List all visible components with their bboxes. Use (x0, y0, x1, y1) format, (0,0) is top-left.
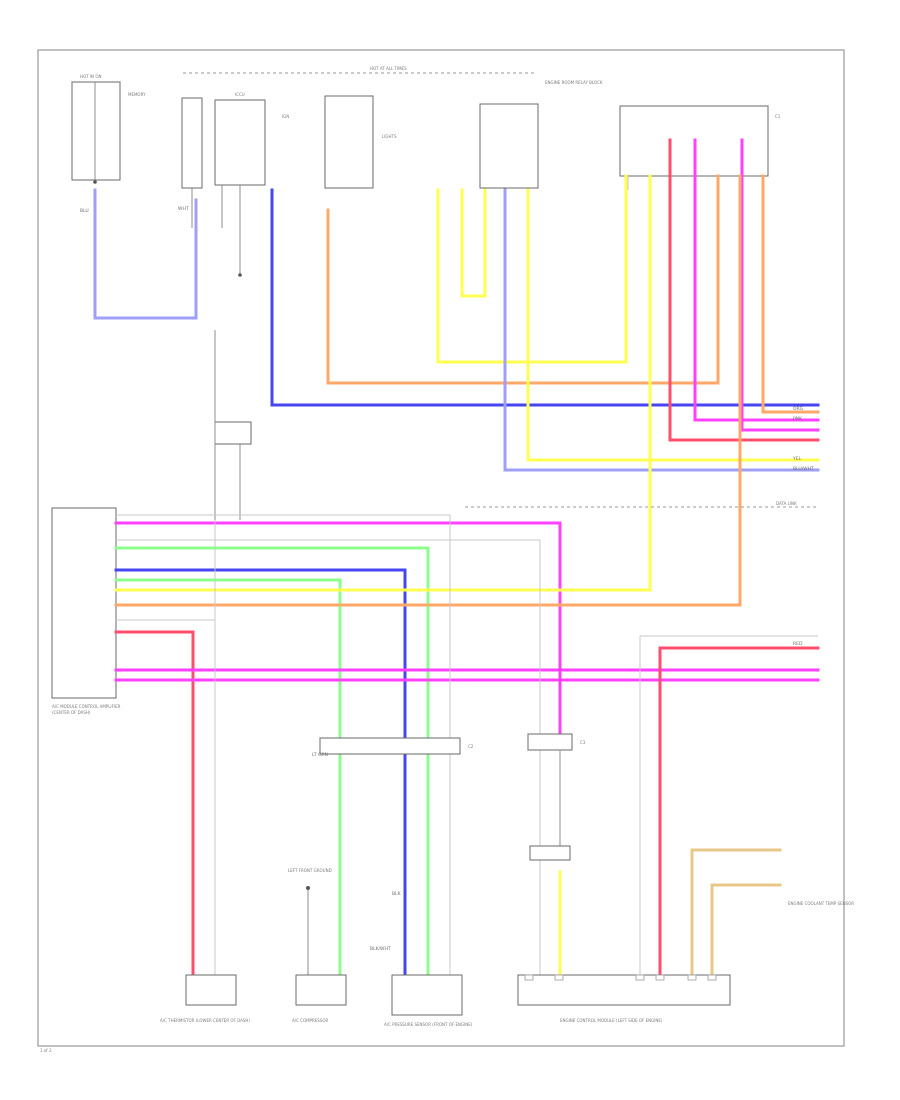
hot-bus-label: HOT AT ALL TIMES (370, 66, 407, 71)
ground-left-label: LEFT FRONT GROUND (288, 868, 332, 873)
ect-sensor-label: ENGINE COOLANT TEMP SENSOR (788, 901, 854, 906)
wire-red-upper (668, 138, 820, 442)
relay-c3-lower (529, 845, 571, 861)
lights-relay (324, 95, 374, 189)
wire-tan-a (690, 848, 782, 977)
engine-control-module (517, 974, 731, 1006)
data-link-label: DATA LINK (776, 501, 797, 506)
thermistor-label: A/C THERMISTOR (LOWER CENTER OF DASH) (160, 1018, 250, 1023)
wire-blue-main (270, 188, 820, 407)
ground-left-lower (306, 886, 310, 890)
wire-lgreen-mid (114, 578, 342, 977)
compressor-label: A/C COMPRESSOR (292, 1018, 328, 1023)
ecm-label: ENGINE CONTROL MODULE (LEFT SIDE OF ENGI… (560, 1018, 663, 1023)
wire-green-mid (114, 546, 430, 977)
wire-yellow-mid (114, 174, 652, 592)
footer-code: 1 of 2 (40, 1048, 52, 1053)
relay-ign (181, 97, 203, 189)
wire-code-yel: YEL (792, 456, 802, 462)
wire-code-org: ORG (793, 406, 804, 412)
ecm-pin-5 (687, 974, 697, 981)
wire-yellow-a (436, 174, 628, 364)
wire-red-mid (114, 630, 195, 977)
ecm-pin-6 (707, 974, 717, 981)
connector-c3-label: C3 (580, 740, 586, 745)
ecm-pin-3 (635, 974, 645, 981)
wire-code-pnk: PNK (793, 416, 803, 422)
ac-module-label: A/C MODULE CONTROL AMPLIFIER (52, 704, 121, 709)
pressure-sensor-label: A/C PRESSURE SENSOR (FRONT OF ENGINE) (384, 1022, 473, 1027)
wire-pink-mid (114, 521, 562, 734)
fuse-block-left-label: HOT IN ON (80, 74, 101, 79)
fuse-left-dot (93, 180, 97, 184)
wire-code-blu-wht: BLU/WHT (793, 466, 814, 472)
iccu-fuse-label: ICCU (235, 92, 245, 97)
wire-code-blu: BLU (80, 208, 89, 214)
connector-c2-label: C2 (468, 744, 474, 749)
connector-c3 (527, 733, 573, 751)
ground-mid-top (238, 273, 242, 277)
wire-blue-mid (114, 568, 407, 977)
relay-middle (214, 421, 252, 445)
ac-thermistor (185, 974, 237, 1006)
ecm-pin-4 (655, 974, 665, 981)
ecm-pin-2 (554, 974, 564, 981)
ign-fuse-label: IGN (282, 114, 289, 119)
engine-room-box-label: ENGINE ROOM RELAY BLOCK (545, 80, 603, 85)
wire-tan-b (710, 883, 782, 977)
ac-compressor (295, 974, 347, 1006)
wire-pink-upper (693, 138, 820, 422)
wire-lblue-loop (93, 188, 198, 320)
wire-pink-upper2 (740, 138, 820, 432)
lights-fuse-label: LIGHTS (382, 134, 397, 139)
memory-fuse-label: MEMORY (128, 92, 146, 97)
fuse-block-left (71, 81, 121, 181)
wire-code-blk: BLK (392, 891, 402, 897)
connector-c2 (319, 737, 461, 755)
wire-orange-mid (114, 174, 742, 607)
ac-module-label-2: (CENTER OF DASH) (52, 710, 91, 715)
wire-red-lower (658, 646, 820, 977)
wire-orange-right (761, 174, 820, 414)
diagram-frame (37, 49, 845, 1047)
wire-code-red: RED (793, 641, 803, 647)
ac-control-module (51, 507, 117, 699)
ac-pressure-sensor (391, 974, 463, 1016)
wire-yellow-loop (460, 188, 487, 298)
wire-code-grn: LT GRN (312, 752, 328, 758)
wire-lblue-right (503, 188, 820, 472)
engine-room-relay-block (479, 103, 539, 189)
connector-c1-label: C1 (775, 114, 781, 119)
wire-orange-top (326, 174, 720, 385)
wire-code-wht: WHT (178, 206, 189, 212)
wire-yellow-right (526, 188, 820, 462)
relay-iccu (214, 99, 266, 186)
wire-code-blk-wht: BLK/WHT (370, 946, 391, 952)
ecm-pin-1 (524, 974, 534, 981)
